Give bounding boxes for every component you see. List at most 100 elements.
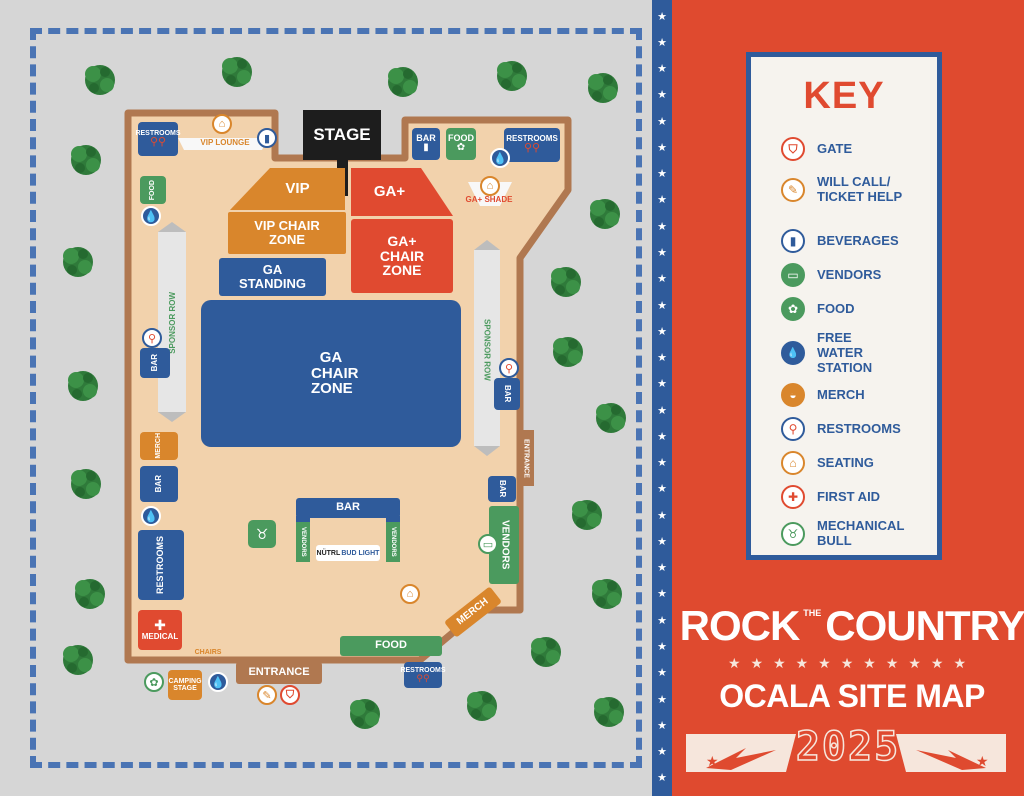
chairs-label: CHAIRS <box>194 649 222 656</box>
bar-right-lower[interactable]: BAR <box>488 476 516 502</box>
site-map-title: OCALA SITE MAP <box>719 678 985 714</box>
entrance-right[interactable]: ENTRANCE <box>518 430 534 486</box>
key-item-first-aid: ✚ FIRST AID <box>781 485 880 509</box>
key-item-vendors: ▭ VENDORS <box>781 263 881 287</box>
camping-stage-label: CAMPING STAGE <box>168 677 202 692</box>
key-item-beverages: ▮ BEVERAGES <box>781 229 899 253</box>
brand-logo: ROCK THE COUNTRY <box>680 598 1024 654</box>
brand-stars: ★★★★★★★★★★★ <box>727 655 977 671</box>
water-icon[interactable]: 💧 <box>141 206 161 226</box>
bar-center[interactable]: BAR <box>296 498 400 518</box>
vendors-label: VENDORS <box>390 527 397 557</box>
camping-stage[interactable]: CAMPING STAGE <box>168 670 202 700</box>
food-label: FOOD <box>149 179 157 201</box>
vip-lounge-label: VIP LOUNGE <box>200 138 250 147</box>
seating-icon: ⌂ <box>781 451 805 475</box>
zone-vip-chair[interactable]: VIP CHAIR ZONE <box>228 212 346 254</box>
restrooms-top-right[interactable]: RESTROOMS ⚲⚲ <box>504 128 560 162</box>
zone-ga-plus-chair[interactable]: GA+ CHAIR ZONE <box>351 219 453 293</box>
medical[interactable]: ✚ MEDICAL <box>138 610 182 650</box>
key-item-label: RESTROOMS <box>817 420 901 436</box>
vendors-icon[interactable]: ▭ <box>478 534 498 554</box>
vendors-center-left[interactable]: VENDORS <box>296 522 310 562</box>
sponsor-logos: NÜTRL BUD LIGHT <box>316 545 380 561</box>
vendors-center-right[interactable]: VENDORS <box>386 522 400 562</box>
gate-icon[interactable]: ⛉ <box>280 685 300 705</box>
restrooms-top-left[interactable]: RESTROOMS ⚲⚲ <box>135 122 181 156</box>
restrooms-left[interactable]: RESTROOMS <box>138 530 184 600</box>
entrance-bottom[interactable]: ENTRANCE <box>236 662 322 684</box>
map-area: STAGE VIP VIP CHAIR ZONE GA+ GA+ CHAIR Z… <box>0 0 652 796</box>
brand-the: THE <box>803 608 822 618</box>
food-icon: ✿ <box>456 142 466 154</box>
seating-icon[interactable]: ⌂ <box>400 584 420 604</box>
year: 2025 <box>795 723 901 771</box>
food-label: FOOD <box>448 133 474 144</box>
ticket-icon[interactable]: ✎ <box>257 685 277 705</box>
restroom-icon: ⚲ <box>781 417 805 441</box>
merch-icon: ◒ <box>781 383 805 407</box>
vip-lounge[interactable]: VIP LOUNGE <box>183 135 267 151</box>
key-item-label: MECHANICAL BULL <box>817 518 905 548</box>
zone-vip-label: VIP <box>285 180 310 198</box>
key-item-label: MERCH <box>817 386 865 402</box>
restrooms-label: RESTROOMS <box>135 129 181 137</box>
zone-vip-chair-label: VIP CHAIR ZONE <box>254 218 320 247</box>
food-top-right[interactable]: FOOD ✿ <box>446 128 476 160</box>
stage[interactable]: STAGE <box>303 110 381 160</box>
merch-left[interactable]: MERCH <box>140 432 178 460</box>
bar-label: BAR <box>336 501 360 514</box>
water-icon[interactable]: 💧 <box>208 672 228 692</box>
zone-ga-plus-label: GA+ <box>373 183 406 201</box>
restroom-icon[interactable]: ⚲ <box>499 358 519 378</box>
zone-ga-standing[interactable]: GA STANDING <box>219 258 326 296</box>
ga-plus-shade-label: GA+ SHADE <box>465 195 513 204</box>
bar-left[interactable]: BAR <box>140 348 170 378</box>
beverage-icon[interactable]: ▮ <box>257 128 277 148</box>
restrooms-label: RESTROOMS <box>155 535 166 594</box>
food-left[interactable]: FOOD <box>140 176 166 204</box>
zone-vip[interactable]: VIP <box>230 168 345 210</box>
bar-label: BAR <box>416 133 436 144</box>
restroom-icon: ⚲⚲ <box>416 672 430 683</box>
bar-top-right[interactable]: BAR ▮ <box>412 128 440 160</box>
restroom-icon[interactable]: ⚲ <box>142 328 162 348</box>
bar-right[interactable]: BAR <box>494 378 520 410</box>
first-aid-icon: ✚ <box>781 485 805 509</box>
restrooms-bottom[interactable]: RESTROOMS ⚲⚲ <box>400 662 446 688</box>
food-icon[interactable]: ✿ <box>144 672 164 692</box>
water-icon[interactable]: 💧 <box>141 506 161 526</box>
zone-ga-plus-chair-label: GA+ CHAIR ZONE <box>379 232 425 279</box>
key-item-gate: ⛉ GATE <box>781 137 852 161</box>
key-item-water: 💧 FREE WATER STATION <box>781 330 897 376</box>
ga-plus-shade[interactable]: GA+ SHADE <box>462 195 516 204</box>
key-item-label: GATE <box>817 140 853 156</box>
water-icon[interactable]: 💧 <box>490 148 510 168</box>
bar-label: BAR <box>149 354 159 372</box>
brand-rock: ROCK <box>679 602 801 649</box>
key-title: KEY <box>803 75 885 117</box>
chairs[interactable]: CHAIRS <box>188 626 228 656</box>
zone-ga-chair[interactable]: GA CHAIR ZONE <box>201 300 461 447</box>
beverage-icon: ▮ <box>423 142 429 154</box>
seating-icon[interactable]: ⌂ <box>480 176 500 196</box>
sponsor-row-right[interactable]: SPONSOR ROW <box>477 260 497 440</box>
entrance-label: ENTRANCE <box>248 666 310 679</box>
key-item-label: FIRST AID <box>817 488 881 504</box>
restroom-icon: ⚲⚲ <box>523 142 541 155</box>
food-bottom[interactable]: FOOD <box>340 636 442 656</box>
zone-ga-plus[interactable]: GA+ <box>351 168 453 216</box>
seating-icon[interactable]: ⌂ <box>212 114 232 134</box>
bull-icon[interactable]: ♉ <box>248 520 276 548</box>
water-icon: 💧 <box>781 341 805 366</box>
bar-label: BAR <box>503 385 513 403</box>
food-icon: ✿ <box>781 297 805 321</box>
sponsor-row-left[interactable]: SPONSOR ROW <box>162 240 182 405</box>
bud-light-logo: BUD LIGHT <box>341 549 380 557</box>
entrance-label: ENTRANCE <box>522 438 530 478</box>
beverage-icon: ▮ <box>781 229 805 253</box>
sponsor-row-label: SPONSOR ROW <box>167 291 177 354</box>
sponsor-row-label: SPONSOR ROW <box>482 319 492 381</box>
stage-label: STAGE <box>313 125 371 145</box>
bar-left-lower[interactable]: BAR <box>140 466 178 502</box>
